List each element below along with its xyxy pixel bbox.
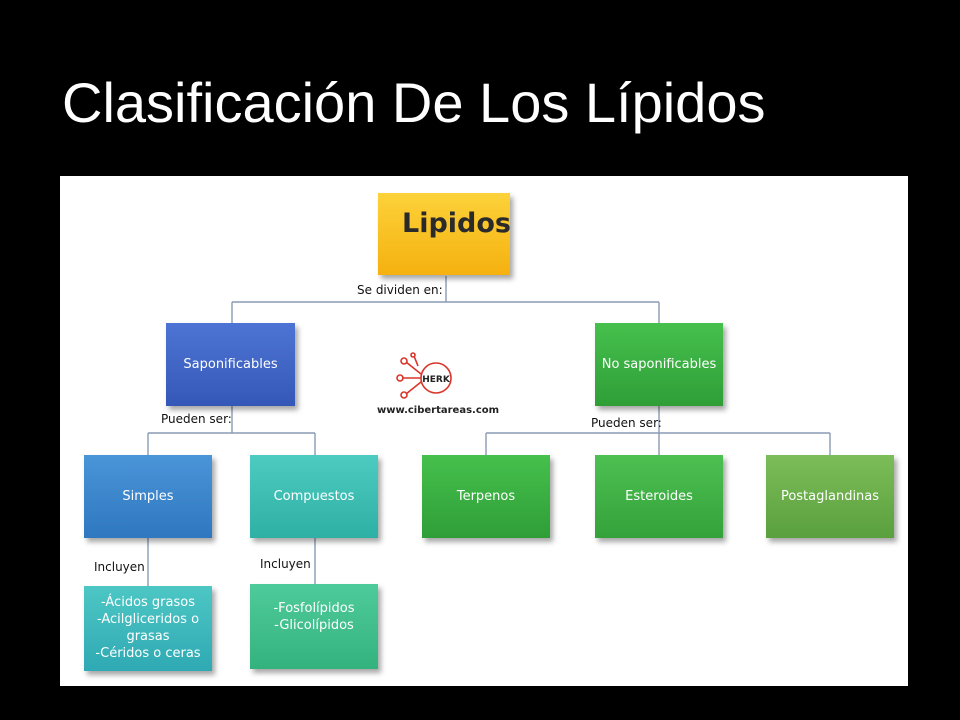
connector-lines [147,276,831,586]
lipid-classification-diagram: Lipidos Se dividen en: Saponificables No… [60,176,908,686]
compuestos-item: -Glicolípidos [274,618,354,633]
cibertareas-logo: HERK [396,352,452,399]
logo-mark-text: HERK [422,375,451,385]
label-se-dividen-en: Se dividen en: [357,283,443,297]
esteroides-node: Esteroides [595,455,723,538]
label-incluyen-compuestos: Incluyen [260,557,311,571]
logo-url: www.cibertareas.com [377,405,500,416]
label-pueden-ser-right: Pueden ser: [591,416,662,430]
simples-item: -Ácidos grasos [100,595,195,610]
label-incluyen-simples: Incluyen [94,560,145,574]
postaglandinas-node: Postaglandinas [766,455,894,538]
simples-items-node: -Ácidos grasos -Acilgliceridos o grasas … [84,586,212,671]
simples-item: -Céridos o ceras [95,646,201,661]
compuestos-item: -Fosfolípidos [273,601,355,616]
terpenos-node: Terpenos [422,455,550,538]
compuestos-items-node: -Fosfolípidos -Glicolípidos [250,584,378,669]
lipidos-node: Lipidos [378,193,511,275]
no-saponificables-node: No saponificables [595,323,723,406]
simples-node: Simples [84,455,212,538]
saponificables-node: Saponificables [166,323,295,406]
compuestos-node: Compuestos [250,455,378,538]
slide-title: Clasificación De Los Lípidos [62,71,766,134]
label-pueden-ser-left: Pueden ser: [161,412,232,426]
simples-item: -Acilgliceridos o grasas [96,612,200,644]
